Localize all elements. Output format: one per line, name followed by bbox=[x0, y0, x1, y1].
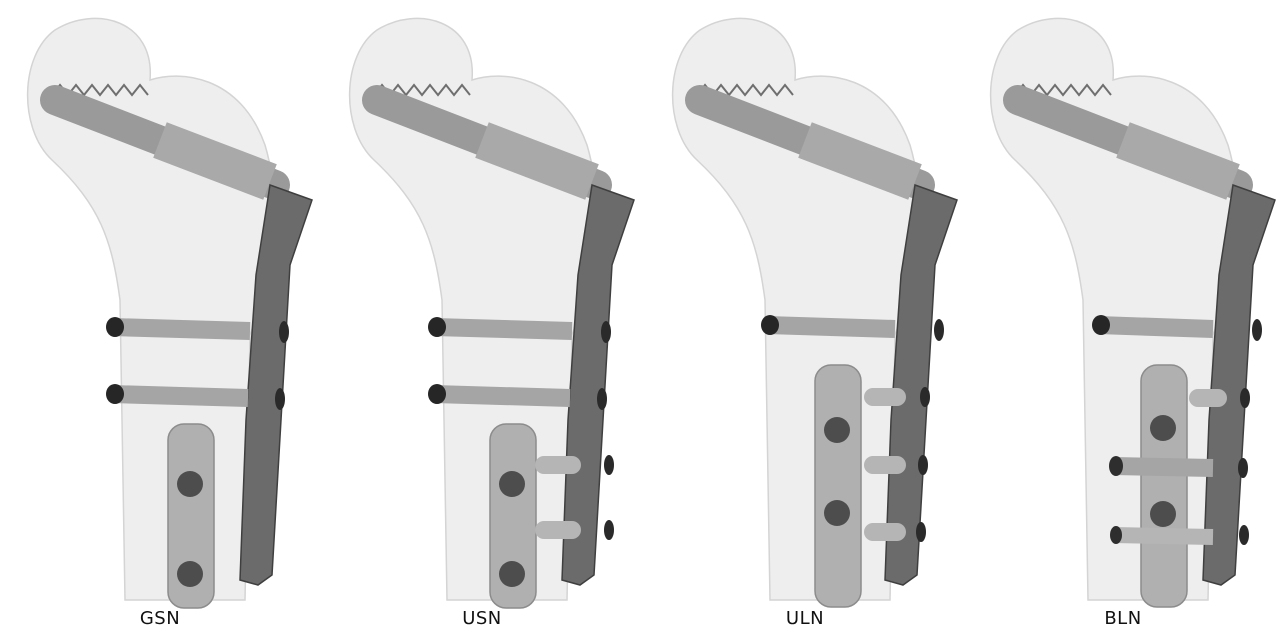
proximal-screw-2 bbox=[434, 394, 570, 398]
proximal-screw-1 bbox=[1098, 325, 1213, 329]
panel-bln: BLN bbox=[963, 0, 1283, 634]
panel-usn: USN bbox=[322, 0, 642, 634]
screw-tip bbox=[604, 520, 614, 540]
proximal-screw-1 bbox=[112, 327, 250, 331]
screw-head bbox=[428, 384, 446, 404]
screw-tip bbox=[275, 388, 285, 410]
screw-head bbox=[1092, 315, 1110, 335]
screw-tip bbox=[1238, 458, 1248, 478]
panel-label: ULN bbox=[645, 608, 965, 629]
intramedullary-nail bbox=[815, 365, 861, 607]
locking-bolt bbox=[824, 417, 850, 443]
screw-head bbox=[106, 317, 124, 337]
locking-bolt bbox=[177, 561, 203, 587]
screw-tip bbox=[1239, 525, 1249, 545]
screw-head bbox=[1110, 526, 1122, 544]
screw-tip bbox=[597, 388, 607, 410]
panel-label: BLN bbox=[963, 608, 1283, 629]
screw-tip bbox=[920, 387, 930, 407]
screw-tip bbox=[1240, 388, 1250, 408]
panel-uln: ULN bbox=[645, 0, 965, 634]
panel-label: GSN bbox=[0, 608, 320, 629]
femur-model-gsn bbox=[0, 0, 320, 634]
panel-label: USN bbox=[322, 608, 642, 629]
femur-model-usn bbox=[322, 0, 642, 634]
locking-bolt bbox=[1150, 501, 1176, 527]
screw-tip bbox=[279, 321, 289, 343]
screw-tip bbox=[601, 321, 611, 343]
locking-bolt bbox=[177, 471, 203, 497]
screw-tip bbox=[1252, 319, 1262, 341]
intramedullary-nail bbox=[1141, 365, 1187, 607]
bicortical-screw bbox=[1113, 535, 1213, 537]
proximal-screw-1 bbox=[434, 327, 572, 331]
bicortical-screw bbox=[1113, 466, 1213, 468]
proximal-screw-2 bbox=[112, 394, 248, 398]
proximal-screw-1 bbox=[767, 325, 895, 329]
locking-bolt bbox=[499, 561, 525, 587]
screw-head bbox=[761, 315, 779, 335]
screw-tip bbox=[604, 455, 614, 475]
screw-tip bbox=[916, 522, 926, 542]
screw-head bbox=[428, 317, 446, 337]
locking-bolt bbox=[1150, 415, 1176, 441]
locking-bolt bbox=[499, 471, 525, 497]
locking-bolt bbox=[824, 500, 850, 526]
screw-tip bbox=[934, 319, 944, 341]
screw-tip bbox=[918, 455, 928, 475]
panel-gsn: GSN bbox=[0, 0, 320, 634]
femur-model-uln bbox=[645, 0, 965, 634]
screw-head bbox=[1109, 456, 1123, 476]
femur-model-bln bbox=[963, 0, 1283, 634]
screw-head bbox=[106, 384, 124, 404]
